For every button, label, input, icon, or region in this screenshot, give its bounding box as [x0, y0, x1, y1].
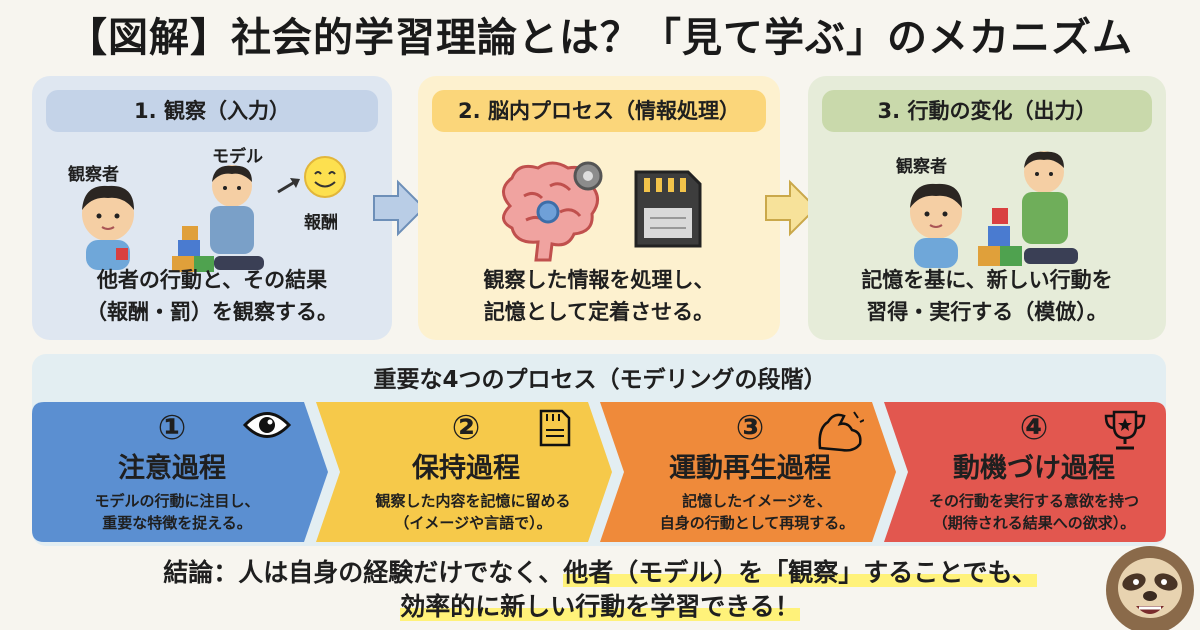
step-description: 観察した内容を記憶に留める （イメージや言語で）。: [342, 490, 604, 534]
conclusion-prefix: 結論：人は自身の経験だけでなく、: [163, 558, 564, 587]
panel-behavior-change: 3. 行動の変化（出力） 観察者 記憶を基に、新しい行動を 習得・実行する（模倣…: [808, 76, 1166, 340]
conclusion: 結論：人は自身の経験だけでなく、他者（モデル）を「観察」することでも、 効率的に…: [0, 556, 1200, 624]
step-description: その行動を実行する意欲を持つ （期待される結果への欲求）。: [910, 490, 1158, 534]
model-adult-illustration: [172, 165, 264, 272]
model-adult-illustration: [978, 151, 1078, 266]
panel-heading: 2. 脳内プロセス（情報処理）: [432, 90, 766, 132]
step-number: ①: [157, 408, 187, 448]
desc-line: 観察した内容を記憶に留める: [375, 492, 571, 510]
desc-line: 記憶を基に、新しい行動を: [861, 268, 1113, 292]
desc-line: 習得・実行する（模倣）。: [866, 300, 1108, 324]
panel-observation: 1. 観察（入力） 観察者 モデル 報酬 他者の行動と、その結果 （報酬・罰）を…: [32, 76, 392, 340]
panel-heading: 3. 行動の変化（出力）: [822, 90, 1152, 132]
page-title: 【図解】社会的学習理論とは？「見て学ぶ」のメカニズム: [67, 15, 1133, 61]
brain-gears-icon: [502, 161, 603, 262]
conclusion-highlight: 他者（モデル）を「観察」することでも、: [563, 558, 1037, 587]
panel-brain-process: 2. 脳内プロセス（情報処理） 観察した情報を処理し、 記憶として定着させる。: [418, 76, 780, 340]
desc-line: （報酬・罰）を観察する。: [86, 300, 338, 324]
step-description: モデルの行動に注目し、 重要な特徴を捉える。: [46, 490, 308, 534]
step-chevron-bg: [316, 402, 612, 542]
step-chevron-bg: [32, 402, 328, 542]
desc-line: 他者の行動と、その結果: [96, 268, 328, 292]
step-name: 注意過程: [118, 453, 226, 484]
flow-arrow-icon: [765, 179, 818, 237]
conclusion-highlight: 効率的に新しい行動を学習できる！: [400, 592, 800, 621]
observer-child-illustration: [910, 183, 962, 268]
desc-line: 自身の行動として再現する。: [659, 514, 855, 532]
conclusion-line-2: 効率的に新しい行動を学習できる！: [0, 590, 1200, 624]
panel-description: 他者の行動と、その結果 （報酬・罰）を観察する。: [32, 264, 392, 328]
desc-line: モデルの行動に注目し、: [94, 492, 260, 510]
desc-line: 観察した情報を処理し、: [483, 268, 715, 292]
eye-icon: [242, 412, 292, 438]
desc-line: （イメージや言語で）。: [394, 514, 552, 532]
panel-description: 記憶を基に、新しい行動を 習得・実行する（模倣）。: [808, 264, 1166, 328]
panel-description: 観察した情報を処理し、 記憶として定着させる。: [418, 264, 780, 328]
reward-label: 報酬: [304, 213, 338, 233]
model-label: モデル: [212, 147, 263, 167]
sloth-mascot-icon: [1106, 546, 1194, 630]
conclusion-line-1: 結論：人は自身の経験だけでなく、他者（モデル）を「観察」することでも、: [0, 556, 1200, 590]
step-name: 動機づけ過程: [953, 453, 1115, 484]
desc-line: 重要な特徴を捉える。: [102, 514, 252, 532]
desc-line: （期待される結果への欲求）。: [932, 514, 1136, 532]
section-title: 重要な4つのプロセス（モデリングの段階）: [373, 367, 827, 393]
desc-line: 記憶として定着させる。: [483, 300, 715, 324]
desc-line: 記憶したイメージを、: [682, 492, 832, 510]
step-number: ④: [1019, 408, 1049, 448]
step-number: ②: [451, 408, 481, 448]
observer-label: 観察者: [68, 165, 119, 185]
step-chevron-bg: [884, 402, 1166, 542]
step-description: 記憶したイメージを、 自身の行動として再現する。: [626, 490, 888, 534]
observer-child-illustration: [82, 185, 134, 270]
smiley-reward-icon: [304, 156, 346, 198]
desc-line: その行動を実行する意欲を持つ: [928, 492, 1139, 510]
muscle-arm-icon: [818, 411, 864, 452]
reward-arrow-icon: [277, 178, 300, 194]
step-motivation: ④ 動機づけ過程 その行動を実行する意欲を持つ （期待される結果への欲求）。: [884, 402, 1166, 542]
step-reproduction: ③ 運動再生過程 記憶したイメージを、 自身の行動として再現する。: [600, 402, 900, 542]
flow-arrow-icon: [373, 179, 426, 237]
memory-card-icon: [634, 170, 702, 248]
panel-heading: 1. 観察（入力）: [46, 90, 378, 132]
step-number: ③: [735, 408, 765, 448]
observer-label: 観察者: [896, 157, 947, 177]
step-name: 保持過程: [412, 453, 520, 484]
step-name: 運動再生過程: [669, 453, 831, 484]
trophy-icon: [1104, 410, 1146, 450]
step-attention: ① 注意過程 モデルの行動に注目し、 重要な特徴を捉える。: [32, 402, 332, 542]
step-retention: ② 保持過程 観察した内容を記憶に留める （イメージや言語で）。: [316, 402, 616, 542]
memory-card-icon: [539, 409, 571, 447]
